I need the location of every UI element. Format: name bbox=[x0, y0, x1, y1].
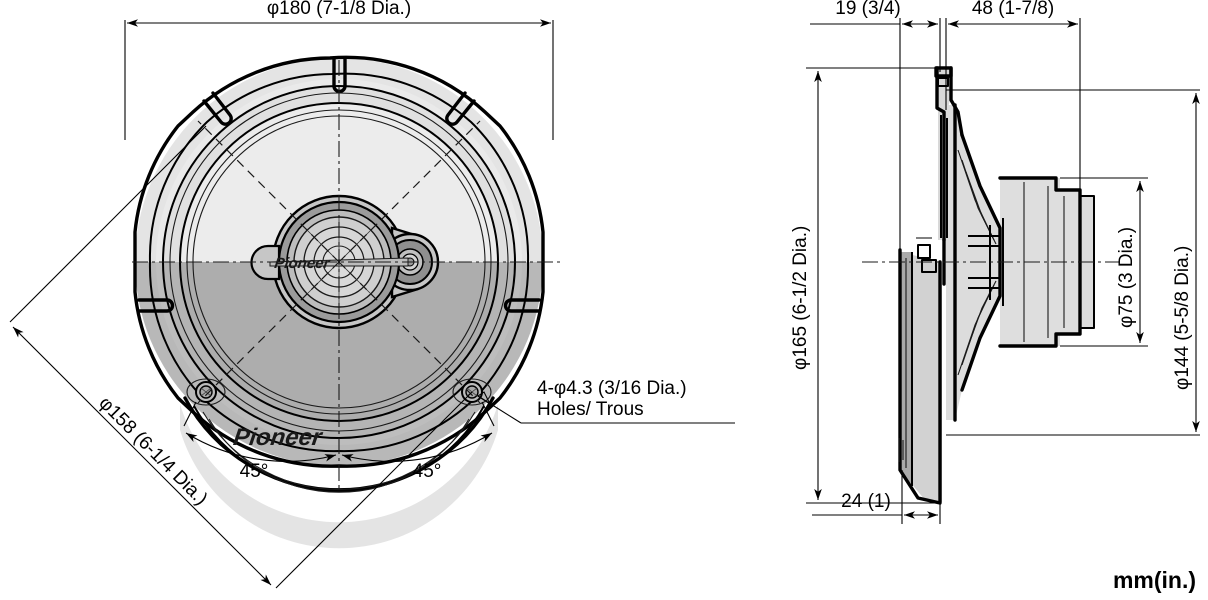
dim-flange-depth: 19 (3/4) bbox=[810, 0, 941, 260]
dim-outer-diameter: φ180 (7-1/8 Dia.) bbox=[124, 0, 554, 140]
hole-note-leader: 4-φ4.3 (3/16 Dia.) Holes/ Trous bbox=[477, 378, 735, 424]
dim-label-magnet-diameter: φ75 (3 Dia.) bbox=[1116, 227, 1137, 328]
dim-label-baffle-offset: 24 (1) bbox=[841, 491, 891, 512]
dim-label-hole-note-2: Holes/ Trous bbox=[537, 399, 644, 420]
dim-label-cutout-diameter: φ144 (5-5/8 Dia.) bbox=[1172, 246, 1193, 390]
units-note: mm(in.) bbox=[1113, 567, 1196, 593]
dim-flange-diameter: φ165 (6-1/2 Dia.) bbox=[790, 67, 938, 504]
front-center-lines bbox=[132, 60, 562, 490]
dim-label-outer-diameter: φ180 (7-1/8 Dia.) bbox=[267, 0, 411, 19]
dim-baffle-offset: 24 (1) bbox=[812, 460, 941, 524]
front-view-group: Pioneer Pioneer φ180 (7-1/8 Dia.) bbox=[9, 0, 735, 589]
dim-angles: 45° 45° bbox=[183, 401, 495, 482]
dim-label-flange-depth: 19 (3/4) bbox=[835, 0, 900, 19]
dim-label-body-depth: 48 (1-7/8) bbox=[972, 0, 1054, 19]
dim-cutout-diameter: φ144 (5-5/8 Dia.) bbox=[946, 89, 1200, 436]
side-view-body bbox=[900, 70, 1094, 502]
dim-label-angle-left: 45° bbox=[240, 461, 269, 482]
dim-label-flange-diameter: φ165 (6-1/2 Dia.) bbox=[790, 226, 811, 370]
dim-label-hole-note-1: 4-φ4.3 (3/16 Dia.) bbox=[537, 378, 687, 399]
dim-label-angle-right: 45° bbox=[413, 461, 442, 482]
front-center-brand-logo: Pioneer bbox=[273, 255, 331, 272]
dim-body-depth: 48 (1-7/8) bbox=[945, 0, 1081, 190]
dim-magnet-diameter: φ75 (3 Dia.) bbox=[1060, 177, 1148, 347]
side-view-group: 19 (3/4) 48 (1-7/8) 24 (1) bbox=[790, 0, 1200, 524]
front-bottom-brand-logo: Pioneer bbox=[232, 424, 325, 451]
